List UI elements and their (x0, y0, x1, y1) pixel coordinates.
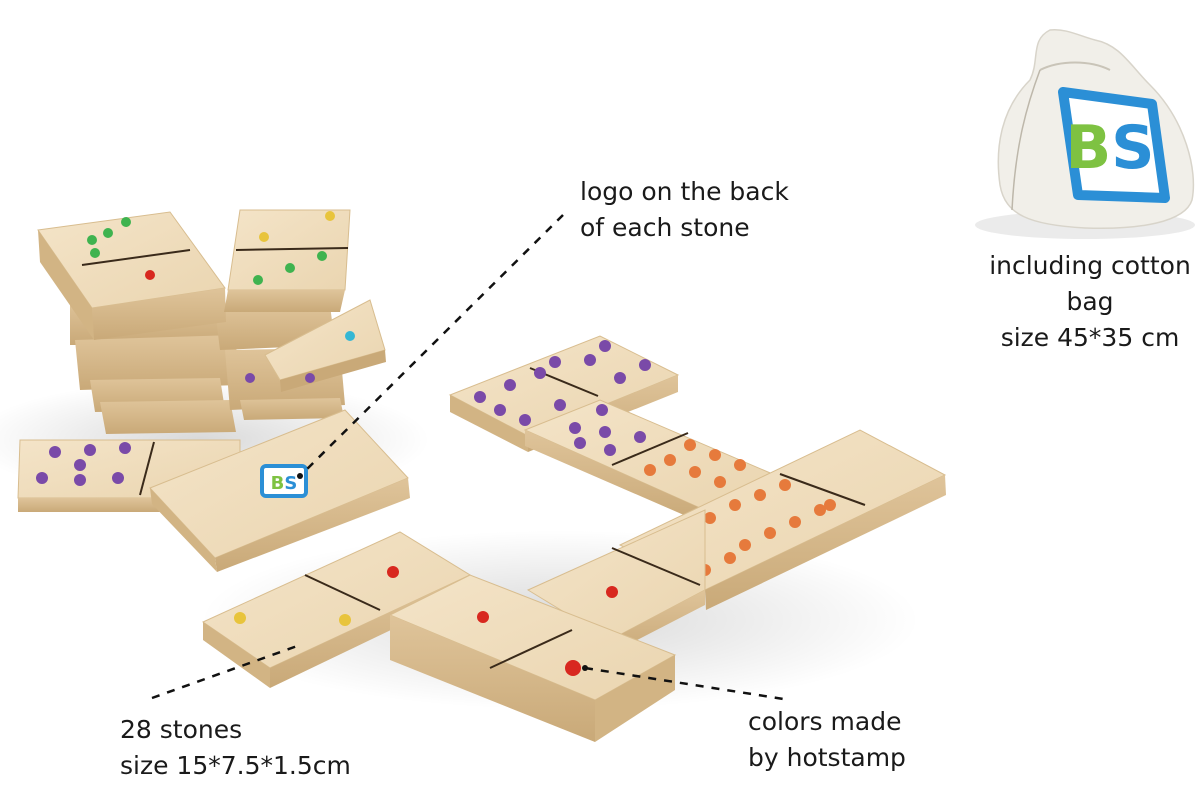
callout-line-stones (151, 643, 301, 700)
domino-dot (36, 472, 48, 484)
domino-dot (285, 263, 295, 273)
domino-layout (201, 335, 947, 742)
callout-line-logo (299, 214, 564, 477)
caption-line: colors made (748, 707, 902, 736)
domino-back-with-logo: BS (149, 409, 410, 572)
domino-dot (49, 446, 61, 458)
domino-dot (345, 331, 355, 341)
caption-line: logo on the back (580, 177, 789, 206)
caption-hotstamp-colors: colors made by hotstamp (748, 704, 906, 776)
layout-domino-red-bottom (388, 574, 677, 742)
bs-logo-small: BS (260, 464, 308, 498)
caption-line: size 15*7.5*1.5cm (120, 751, 351, 780)
domino-dot (325, 211, 335, 221)
caption-line: of each stone (580, 213, 750, 242)
caption-line: by hotstamp (748, 743, 906, 772)
domino-dot (84, 444, 96, 456)
domino-dot (259, 232, 269, 242)
caption-cotton-bag: including cotton bag size 45*35 cm (985, 248, 1195, 356)
caption-line: size 45*35 cm (1000, 323, 1180, 352)
cotton-bag: BS (975, 28, 1195, 239)
caption-logo-on-back: logo on the back of each stone (580, 174, 789, 246)
caption-line: bag (1066, 287, 1114, 316)
callout-lines (151, 214, 791, 702)
domino-dot (245, 373, 255, 383)
stack-domino-yellow-green (224, 209, 351, 312)
domino-dot (253, 275, 263, 285)
caption-line: 28 stones (120, 715, 243, 744)
logo-text: BS (1066, 113, 1155, 183)
domino-dot (305, 373, 315, 383)
domino-dot (74, 459, 86, 471)
domino-dot (112, 472, 124, 484)
stack-domino-purple-cyan (245, 299, 386, 392)
logo-text: BS (271, 473, 298, 494)
domino-dot (87, 235, 97, 245)
callout-dot (297, 473, 303, 479)
domino-dot (119, 442, 131, 454)
bs-logo-large: BS (1058, 87, 1170, 203)
domino-dot (103, 228, 113, 238)
caption-stones-size: 28 stones size 15*7.5*1.5cm (120, 712, 351, 784)
callout-dot (582, 665, 588, 671)
domino-dot (90, 248, 100, 258)
domino-dot (317, 251, 327, 261)
domino-dot (145, 270, 155, 280)
domino-stack: BS (17, 209, 410, 572)
domino-dot (121, 217, 131, 227)
layout-domino-purple-orange (523, 399, 777, 522)
domino-dot (74, 474, 86, 486)
callout-line-colors (584, 666, 791, 702)
stack-domino-green-red (37, 211, 226, 340)
caption-line: including cotton (989, 251, 1191, 280)
